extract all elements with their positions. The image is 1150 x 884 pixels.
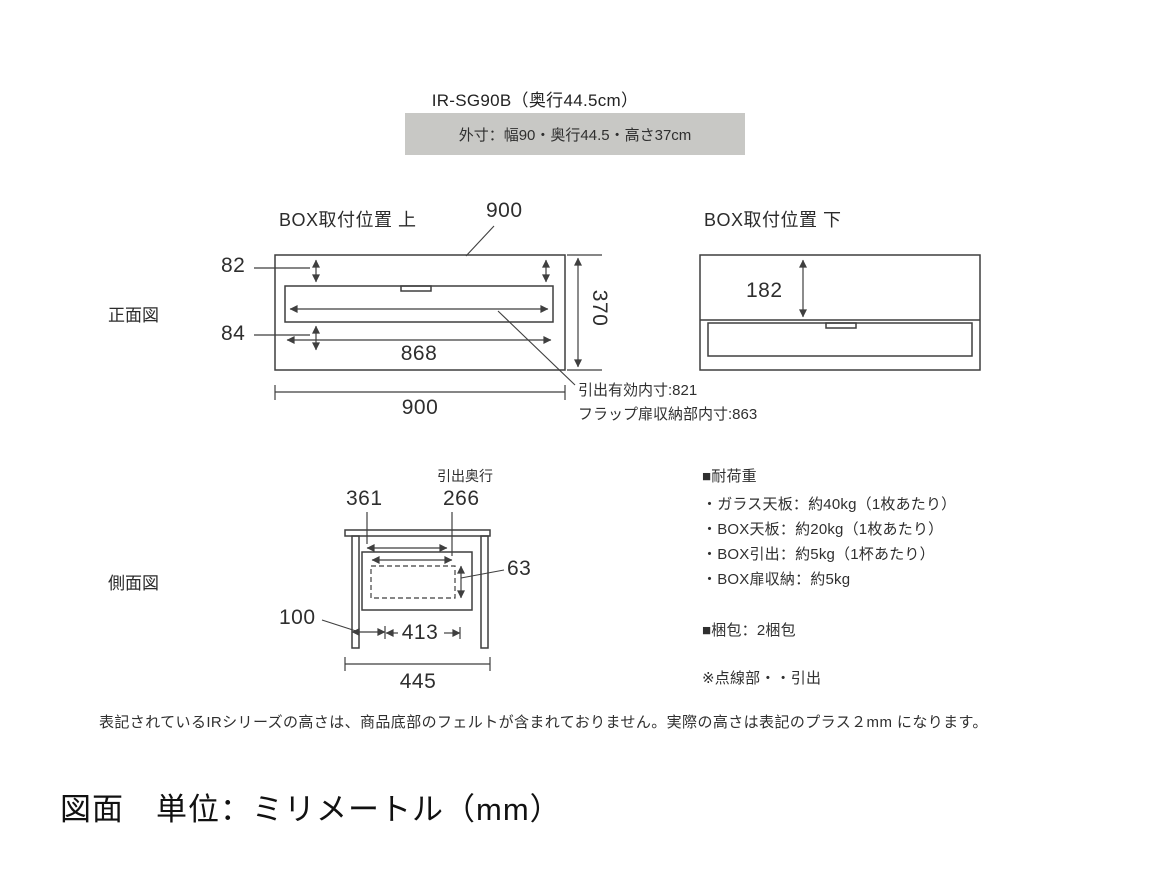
cabinet-outline — [274, 254, 566, 371]
dim-top-width: 900 — [486, 199, 523, 222]
dotted-line-note: ※点線部・・引出 — [702, 670, 822, 687]
dim-height: 370 — [588, 289, 611, 327]
note-leader-line — [497, 310, 576, 386]
product-title: IR-SG90B（奥行44.5cm） — [431, 91, 639, 110]
top-width-leader-line — [465, 225, 495, 257]
rear-leg — [480, 535, 489, 649]
lower-position-drawing — [699, 254, 981, 371]
box-outline — [361, 551, 473, 611]
glass-top — [344, 529, 491, 537]
felt-height-note: 表記されているIRシリーズの高さは、商品底部のフェルトが含まれておりません。実際… — [99, 714, 988, 731]
dim-drawer-height: 63 — [507, 557, 532, 580]
outer-dimensions-badge: 外寸：幅90・奥行44.5・高さ37cm — [405, 113, 745, 155]
dim-leg-depth: 100 — [279, 606, 316, 629]
dim-bottom-gap: 84 — [221, 322, 246, 345]
leg-depth-leader-line — [321, 619, 357, 632]
front-view-drawing — [254, 225, 602, 400]
cabinet-outline — [699, 254, 981, 371]
load-capacity-title: ■耐荷重 — [702, 468, 757, 485]
side-view-drawing — [321, 512, 505, 671]
dim-total-width: 900 — [401, 396, 439, 419]
drawer-dashed-outline — [370, 565, 456, 599]
side-dimension-lines — [321, 512, 505, 671]
packing-note: ■梱包：2梱包 — [702, 622, 796, 639]
box-lower-position-title: BOX取付位置 下 — [704, 210, 842, 230]
front-leg — [351, 535, 360, 649]
note-flap-inner-width: フラップ扉収納部内寸:863 — [578, 406, 758, 423]
drawer-height-leader-line — [460, 569, 505, 579]
side-view-label: 側面図 — [108, 574, 159, 593]
front-dimension-lines — [254, 225, 602, 400]
load-capacity-item: ・BOX引出：約5kg（1杯あたり） — [702, 546, 935, 563]
dim-total-depth: 445 — [399, 670, 437, 693]
drawer-handle — [400, 285, 432, 292]
dim-box-depth: 361 — [346, 487, 383, 510]
dim-drawer-depth: 266 — [443, 487, 480, 510]
load-capacity-item: ・ガラス天板：約40kg（1枚あたり） — [702, 496, 957, 513]
dim-inner-depth: 413 — [401, 621, 439, 644]
box-upper-position-title: BOX取付位置 上 — [279, 210, 417, 230]
dim-inner-width: 868 — [400, 342, 438, 365]
load-capacity-item: ・BOX天板：約20kg（1枚あたり） — [702, 521, 944, 538]
drawer-handle — [825, 322, 857, 329]
dim-lower-gap: 182 — [746, 279, 783, 302]
front-view-label: 正面図 — [108, 306, 159, 325]
note-drawer-inner-width: 引出有効内寸:821 — [578, 382, 698, 399]
drawing-unit-note: 図面 単位：ミリメートル（mm） — [60, 792, 562, 827]
drawer-depth-caption: 引出奥行 — [437, 468, 493, 484]
load-capacity-item: ・BOX扉収納：約5kg — [702, 571, 851, 588]
dim-top-gap: 82 — [221, 254, 246, 277]
